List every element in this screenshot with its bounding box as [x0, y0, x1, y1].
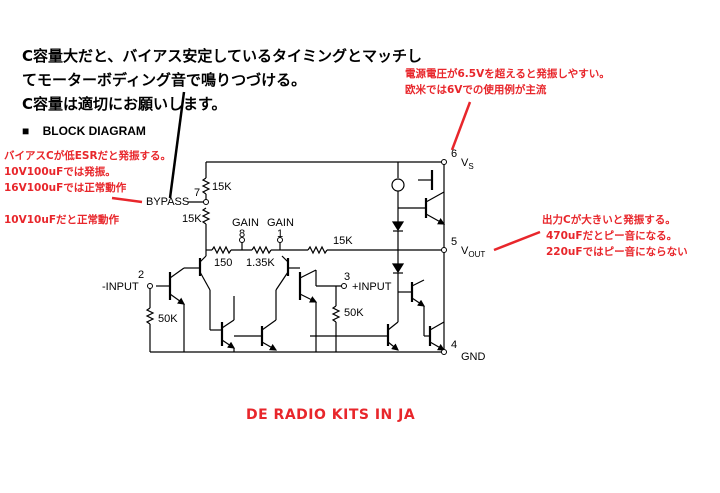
resistor-input-minus-50k: [145, 307, 155, 325]
diode-upper: [391, 221, 405, 232]
pointer-line-supply: [450, 101, 472, 151]
note-line: 10V100uFでは発振。: [4, 166, 116, 178]
pin-7-label: 7: [194, 187, 200, 199]
pin-2-dot: [147, 283, 153, 289]
gain-label-1: GAIN: [267, 217, 294, 229]
resistor-feedback-label: 15K: [333, 235, 353, 247]
pin-6-label: 6: [451, 148, 457, 160]
plus-input-label: +INPUT: [352, 281, 392, 293]
note-line: てモーターボディング音で鳴りつづける。: [22, 71, 307, 89]
note-line: 220uFではピー音にならない: [546, 246, 688, 258]
resistor-top-label: 15K: [212, 181, 232, 193]
pin-4-dot: [441, 349, 447, 355]
gnd-label: GND: [461, 351, 486, 363]
pin-4-label: 4: [451, 339, 457, 351]
resistor-150-label: 150: [214, 257, 232, 269]
resistor-1-35k: [251, 245, 272, 255]
pointer-line-output: [493, 230, 541, 252]
note-line: 欧米では6Vでの使用例が主流: [405, 84, 547, 96]
pin-1-dot: [277, 237, 283, 243]
current-source-symbol: [391, 178, 405, 192]
block-diagram-heading: ■ BLOCK DIAGRAM: [22, 124, 146, 138]
pin-5-dot: [441, 247, 447, 253]
pin-5-label: 5: [451, 236, 457, 248]
note-line: C容量は適切にお願いします。: [22, 95, 227, 113]
heading-text: BLOCK DIAGRAM: [42, 124, 146, 138]
resistor-mid-15k: [201, 207, 211, 225]
pin-3-dot: [341, 283, 347, 289]
note-line: 16V100uFでは正常動作: [4, 182, 127, 194]
note-capacitor-warning: C容量大だと、バイアス安定しているタイミングとマッチし てモーターボディング音で…: [22, 44, 422, 116]
resistor-150: [211, 245, 232, 255]
note-line: 10V10uFだと正常動作: [4, 214, 119, 226]
heading-bullet: ■: [22, 124, 30, 138]
note-output-capacitor: 出力Cが大きいと発振する。 470uFだとピー音になる。 220uFではピー音に…: [542, 212, 688, 260]
pointer-line-bypass-red: [111, 196, 143, 204]
pin-2-label: 2: [138, 269, 144, 281]
note-supply-voltage: 電源電圧が6.5Vを超えると発振しやすい。 欧米では6Vでの使用例が主流: [405, 66, 610, 98]
minus-input-label: -INPUT: [102, 281, 139, 293]
note-line: 電源電圧が6.5Vを超えると発振しやすい。: [405, 68, 610, 80]
pin-7-dot: [203, 199, 209, 205]
pin-6-dot: [441, 159, 447, 165]
bypass-label: BYPASS: [146, 196, 189, 208]
footer-credit: DE RADIO KITS IN JA: [246, 407, 416, 423]
resistor-mid-label: 15K: [182, 213, 202, 225]
note-line: 470uFだとピー音になる。: [546, 230, 678, 242]
pointer-line-bypass: [168, 91, 186, 199]
vout-label: VOUT: [461, 245, 485, 259]
resistor-input-minus-label: 50K: [158, 313, 178, 325]
note-line: C容量大だと、バイアス安定しているタイミングとマッチし: [22, 47, 422, 65]
pin-1-label: 1: [277, 228, 283, 240]
pin-3-label: 3: [344, 271, 350, 283]
note-bypass-capacitor: バイアスCが低ESRだと発振する。 10V100uFでは発振。 16V100uF…: [4, 148, 171, 228]
pin-8-label: 8: [239, 228, 245, 240]
pin-8-dot: [239, 237, 245, 243]
gain-label-8: GAIN: [232, 217, 259, 229]
diode-lower: [391, 263, 405, 274]
vs-label: VS: [461, 157, 474, 171]
resistor-135-label: 1.35K: [246, 257, 275, 269]
resistor-feedback-15k: [307, 245, 328, 255]
note-line: バイアスCが低ESRだと発振する。: [4, 150, 172, 162]
note-line: 出力Cが大きいと発振する。: [542, 214, 676, 226]
resistor-input-plus-label: 50K: [344, 307, 364, 319]
resistor-top-15k: [201, 177, 211, 195]
resistor-input-plus-50k: [331, 305, 341, 323]
